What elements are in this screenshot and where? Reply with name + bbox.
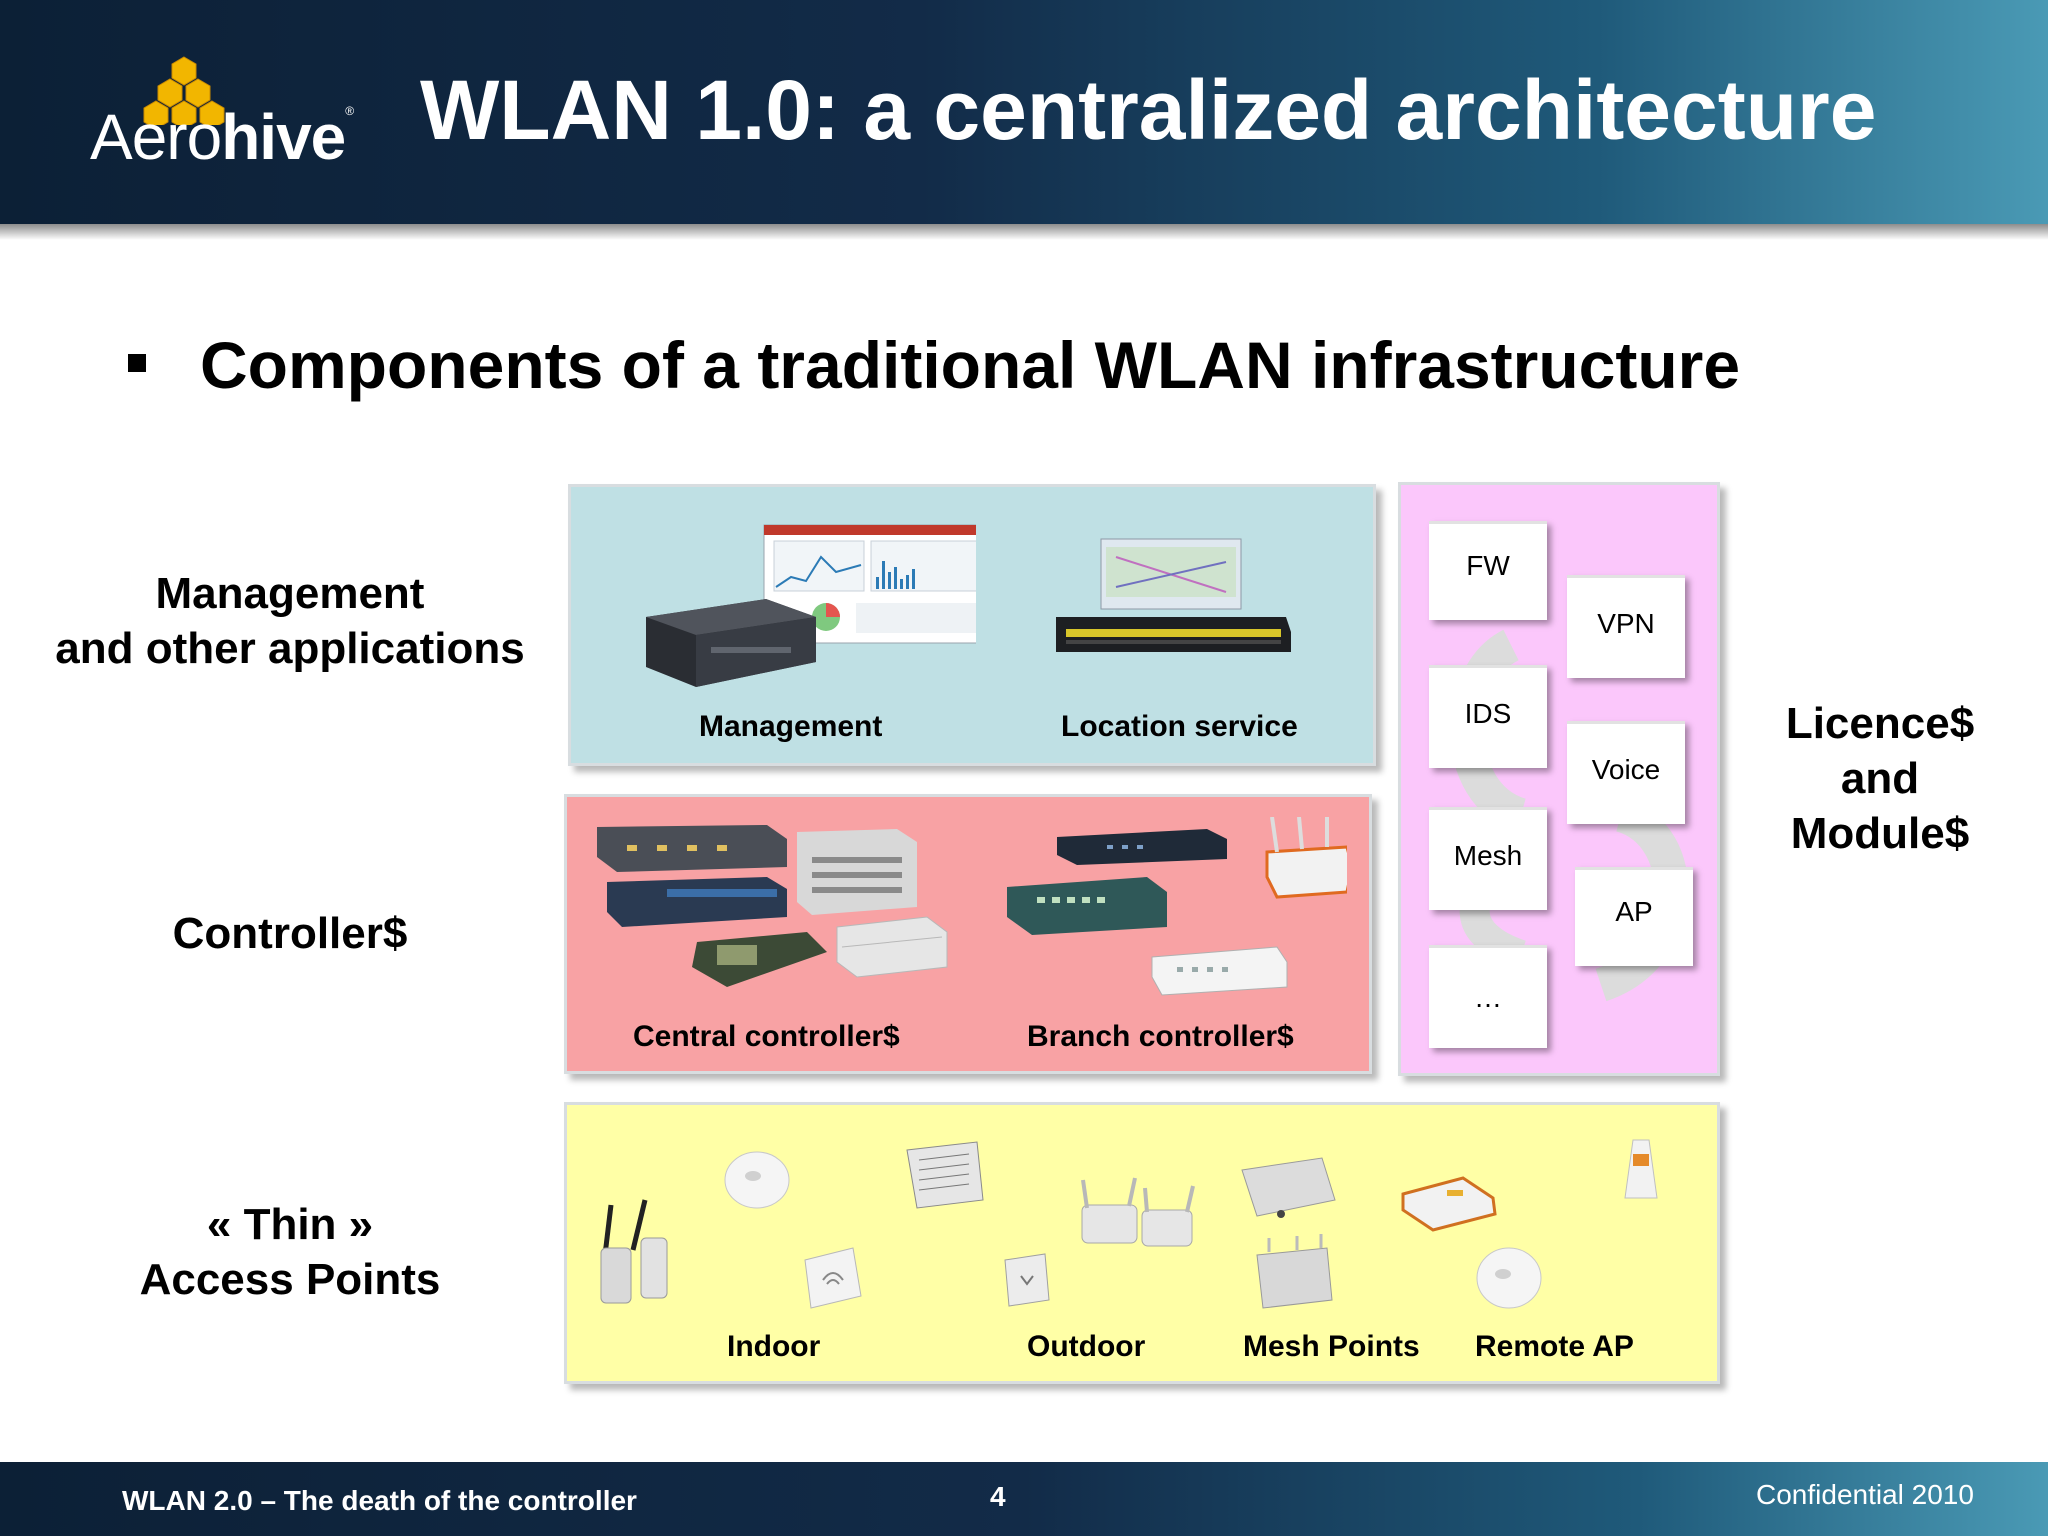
title-bar xyxy=(0,0,2048,224)
management-panel: Management Location service xyxy=(568,484,1376,766)
honeycomb-icon xyxy=(143,56,225,125)
logo-wordmark: Aerohive® xyxy=(90,104,354,169)
mesh-points-label: Mesh Points xyxy=(1243,1330,1420,1363)
row-label-management-line2: and other applications xyxy=(55,624,525,673)
module-ap-label: AP xyxy=(1615,896,1653,927)
module-more-label: … xyxy=(1474,982,1502,1013)
remote-ap-label: Remote AP xyxy=(1475,1330,1634,1363)
indoor-label: Indoor xyxy=(727,1330,821,1363)
controller-hardware-image xyxy=(597,817,1347,996)
bullet-text: Components of a traditional WLAN infrast… xyxy=(200,328,1741,402)
module-mesh: Mesh xyxy=(1429,807,1547,910)
row-label-access-points: « Thin » Access Points xyxy=(40,1197,540,1307)
title-bar-shadow xyxy=(0,224,2048,240)
controllers-panel: Central controller$ Branch controller$ xyxy=(564,794,1372,1074)
licence-label: Licence$ and Module$ xyxy=(1770,696,1990,861)
logo-text-light: Aero xyxy=(90,101,222,173)
licence-line2: and xyxy=(1840,754,1920,803)
modules-panel: FW VPN IDS Voice Mesh AP … xyxy=(1398,482,1720,1076)
access-point-hardware-image xyxy=(600,1139,1658,1309)
row-label-access-points-line1: « Thin » xyxy=(206,1200,374,1249)
logo-text-bold: hive xyxy=(221,101,346,173)
management-label: Management xyxy=(699,710,883,743)
branch-controllers-group xyxy=(1007,817,1347,996)
module-more: … xyxy=(1429,945,1547,1048)
remote-ap-group xyxy=(1401,1139,1658,1309)
module-voice: Voice xyxy=(1567,721,1685,824)
licence-line1: Licence$ xyxy=(1785,699,1975,748)
slide-title: WLAN 1.0: a centralized architecture xyxy=(420,63,1877,157)
access-points-panel: Indoor Outdoor Mesh Points Remote AP xyxy=(564,1102,1720,1384)
licence-line3: Module$ xyxy=(1790,809,1970,858)
module-fw-label: FW xyxy=(1466,550,1510,581)
central-controllers-label: Central controller$ xyxy=(633,1020,900,1053)
module-vpn: VPN xyxy=(1567,575,1685,678)
mesh-points-group xyxy=(1241,1157,1336,1309)
logo-registered-mark: ® xyxy=(345,104,354,118)
location-service-label: Location service xyxy=(1061,710,1298,743)
row-label-controllers: Controller$ xyxy=(40,906,540,961)
footer-page-number: 4 xyxy=(990,1481,1006,1512)
module-vpn-label: VPN xyxy=(1597,608,1655,639)
row-label-controllers-line1: Controller$ xyxy=(172,909,408,958)
central-controllers-group xyxy=(597,825,948,987)
module-ids: IDS xyxy=(1429,665,1547,768)
footer-confidential: Confidential 2010 xyxy=(1756,1479,1974,1510)
row-label-management: Management and other applications xyxy=(40,566,540,676)
module-fw: FW xyxy=(1429,521,1547,620)
module-ap: AP xyxy=(1575,867,1693,966)
footer-bar xyxy=(0,1462,2048,1536)
outdoor-ap-group xyxy=(1004,1177,1195,1307)
footer-presentation-title: WLAN 2.0 – The death of the controller xyxy=(122,1485,637,1516)
module-mesh-label: Mesh xyxy=(1453,840,1523,871)
outdoor-label: Outdoor xyxy=(1027,1330,1146,1363)
management-appliance-image xyxy=(646,524,976,687)
location-server-image xyxy=(1056,538,1291,652)
row-label-access-points-line2: Access Points xyxy=(139,1255,441,1304)
indoor-ap-group xyxy=(600,1141,984,1309)
bullet-square-icon xyxy=(128,354,146,372)
branch-controllers-label: Branch controller$ xyxy=(1027,1020,1294,1053)
aerohive-logo: Aerohive® xyxy=(90,55,354,175)
module-ids-label: IDS xyxy=(1464,698,1512,729)
module-voice-label: Voice xyxy=(1591,754,1661,785)
row-label-management-line1: Management xyxy=(155,569,425,618)
